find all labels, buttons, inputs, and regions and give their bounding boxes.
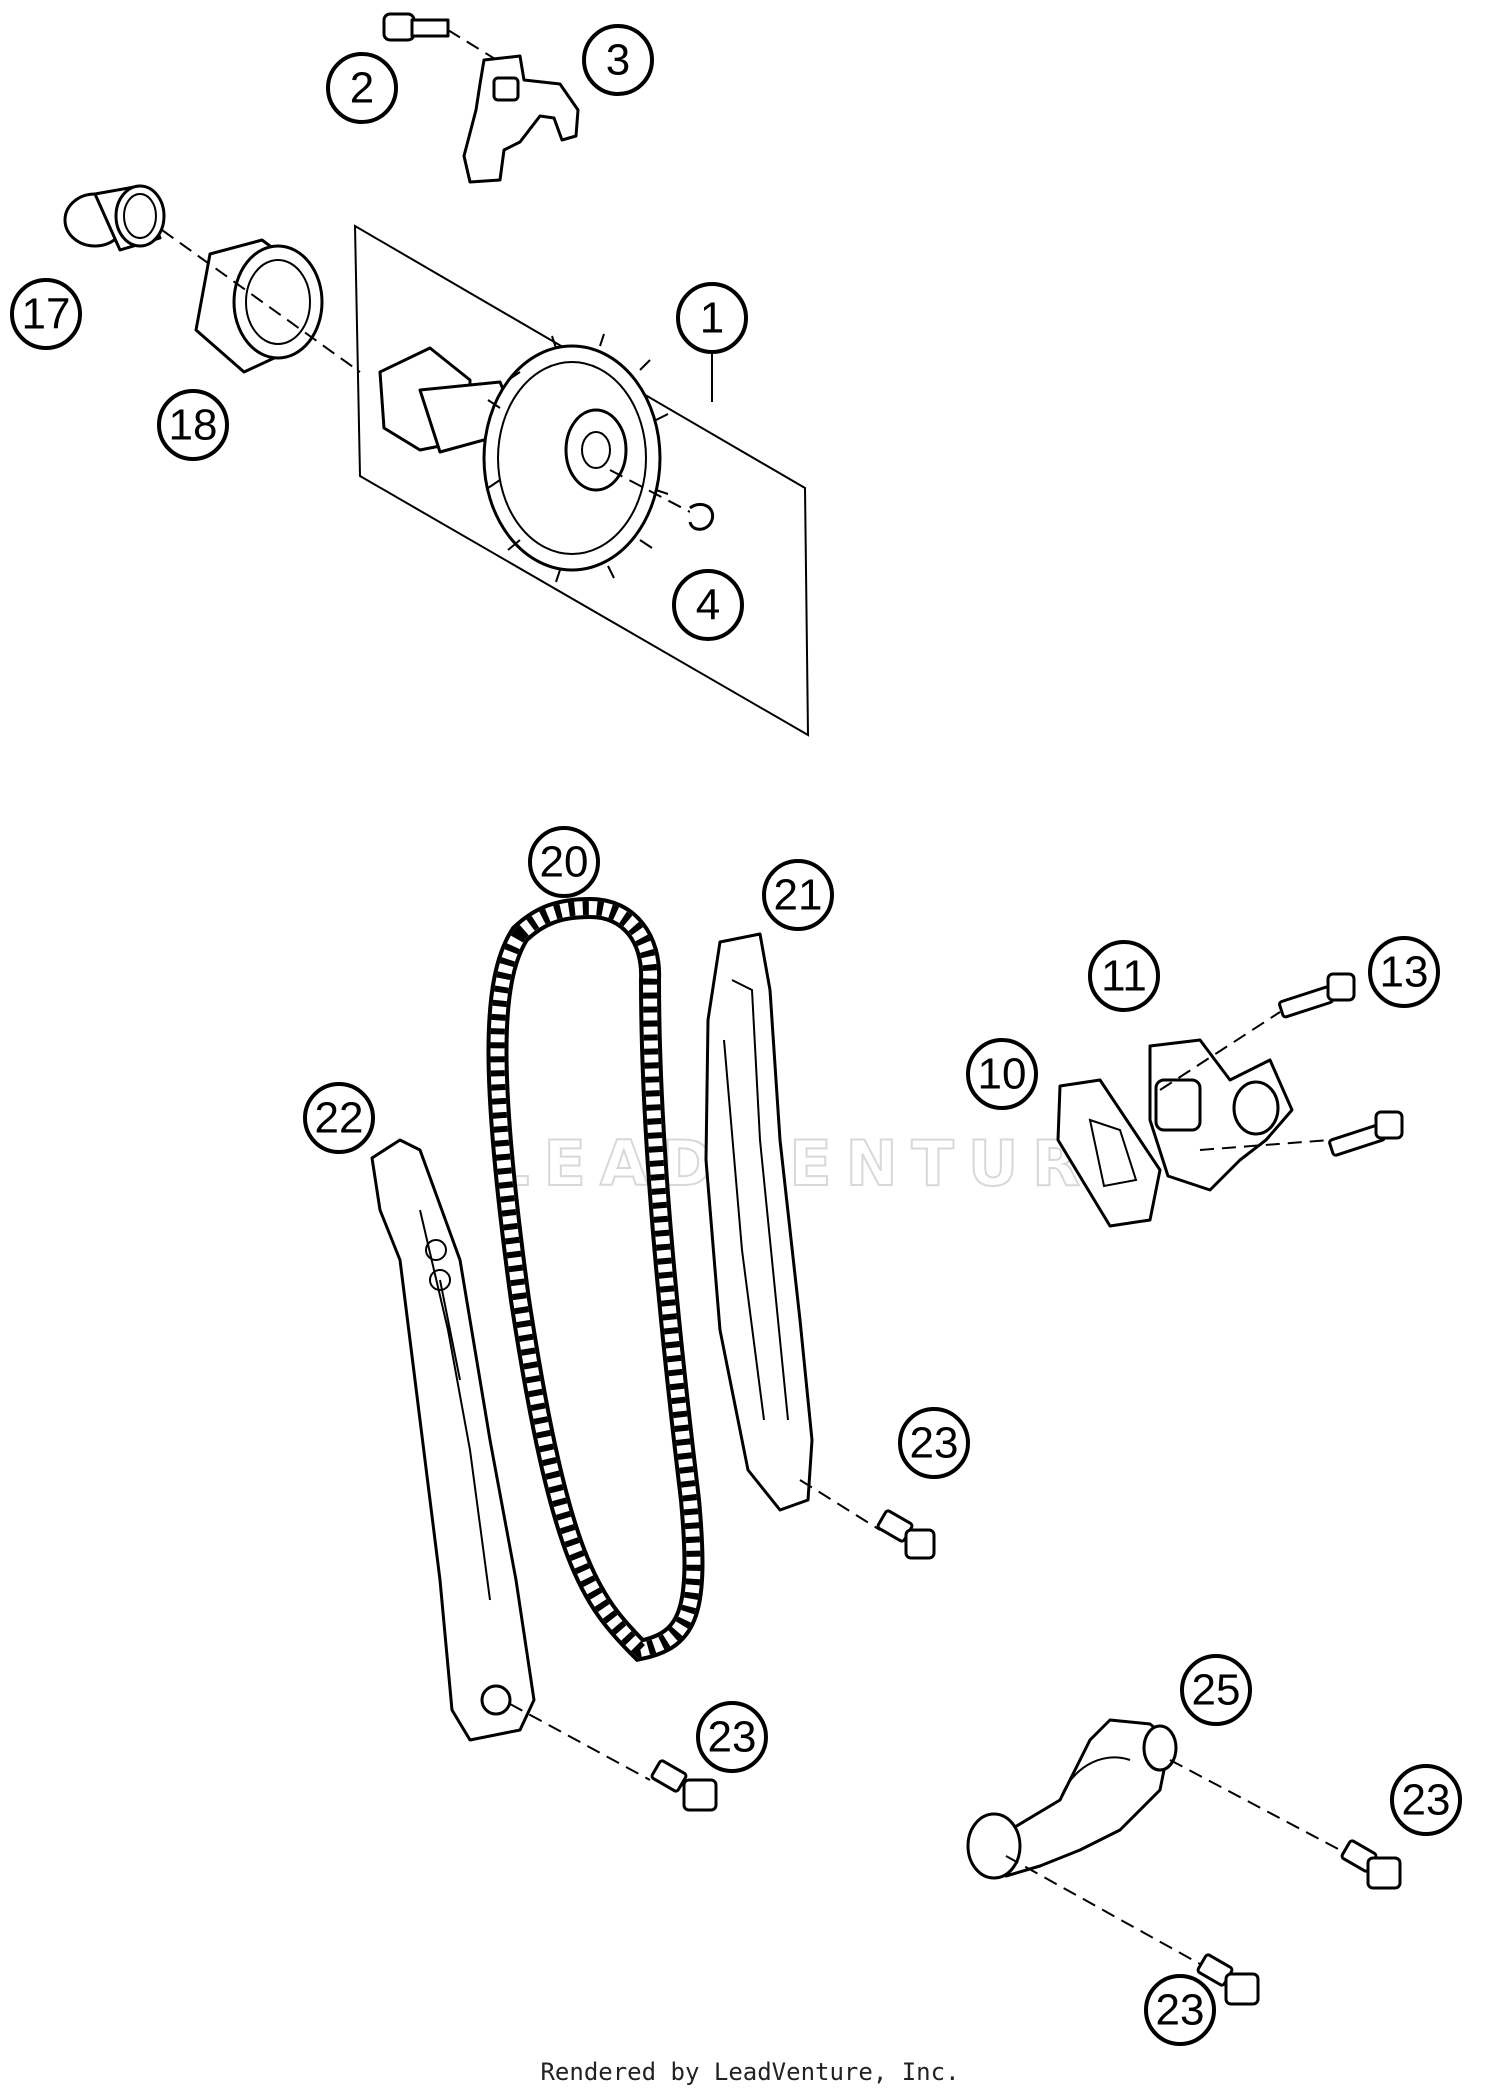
svg-text:22: 22	[315, 1094, 364, 1143]
svg-text:23: 23	[708, 1713, 757, 1762]
callout-20: 20	[528, 826, 600, 898]
part-20-timing-chain	[486, 896, 705, 1662]
leader-line	[609, 469, 691, 513]
svg-text:21: 21	[774, 871, 823, 920]
leader-line	[161, 229, 361, 373]
callout-3: 3	[582, 24, 654, 96]
leader-line	[1159, 1011, 1281, 1091]
leader-line	[1169, 1759, 1341, 1851]
callout-21: 21	[762, 859, 834, 931]
svg-text:20: 20	[540, 838, 589, 887]
callout-18: 18	[157, 389, 229, 461]
svg-text:4: 4	[696, 581, 720, 630]
callout-23-c: 23	[1390, 1764, 1462, 1836]
svg-text:23: 23	[1156, 1986, 1205, 2035]
leader-line	[799, 1479, 881, 1531]
callout-23-a: 23	[898, 1407, 970, 1479]
part-11-chain-tensioner	[1148, 1038, 1294, 1192]
kit-frame	[353, 224, 810, 737]
callout-13: 13	[1368, 936, 1440, 1008]
callout-25: 25	[1180, 1654, 1252, 1726]
svg-text:11: 11	[1101, 952, 1147, 1001]
footer-credit: Rendered by LeadVenture, Inc.	[540, 2058, 960, 2086]
part-13-bolt-upper	[1278, 972, 1356, 1019]
watermark-text: LEADVENTURE	[490, 1127, 1150, 1200]
part-23-bolt-d	[1196, 1953, 1260, 2006]
svg-text:25: 25	[1192, 1666, 1241, 1715]
part-23-bolt-b	[650, 1759, 718, 1812]
part-10-gasket	[1056, 1078, 1162, 1228]
svg-text:2: 2	[350, 64, 374, 113]
callout-22: 22	[303, 1082, 375, 1154]
svg-text:17: 17	[22, 290, 71, 339]
part-23-bolt-c	[1340, 1839, 1402, 1890]
part-22-tensioner-rail	[370, 1138, 536, 1742]
callout-17: 17	[10, 278, 82, 350]
callout-2: 2	[326, 52, 398, 124]
leader-line	[447, 29, 501, 63]
part-1-camshaft-assembly	[378, 333, 669, 583]
leader-line	[1005, 1855, 1201, 1965]
svg-text:23: 23	[910, 1419, 959, 1468]
callout-4: 4	[672, 569, 744, 641]
callout-23-b: 23	[696, 1701, 768, 1773]
part-3-bracket	[462, 54, 580, 184]
part-18-bearing-ring	[194, 238, 324, 374]
part-17-needle-bearing	[63, 184, 166, 252]
svg-text:10: 10	[978, 1050, 1027, 1099]
svg-text:3: 3	[606, 36, 630, 85]
svg-text:23: 23	[1402, 1776, 1451, 1825]
part-13-bolt-lower	[1328, 1110, 1404, 1157]
part-23-bolt-a	[876, 1509, 936, 1560]
part-21-guide-rail	[704, 932, 814, 1512]
callout-23-d: 23	[1144, 1974, 1216, 2046]
part-25-chain-guide	[966, 1718, 1178, 1880]
part-2-bolt	[382, 12, 450, 42]
callout-11: 11	[1088, 940, 1160, 1012]
callout-10: 10	[966, 1038, 1038, 1110]
leader-line	[509, 1703, 651, 1781]
svg-text:18: 18	[169, 401, 218, 450]
svg-text:1: 1	[700, 294, 724, 343]
callout-1: 1	[676, 282, 748, 354]
svg-text:13: 13	[1380, 948, 1429, 997]
part-4-circlip	[688, 503, 715, 531]
